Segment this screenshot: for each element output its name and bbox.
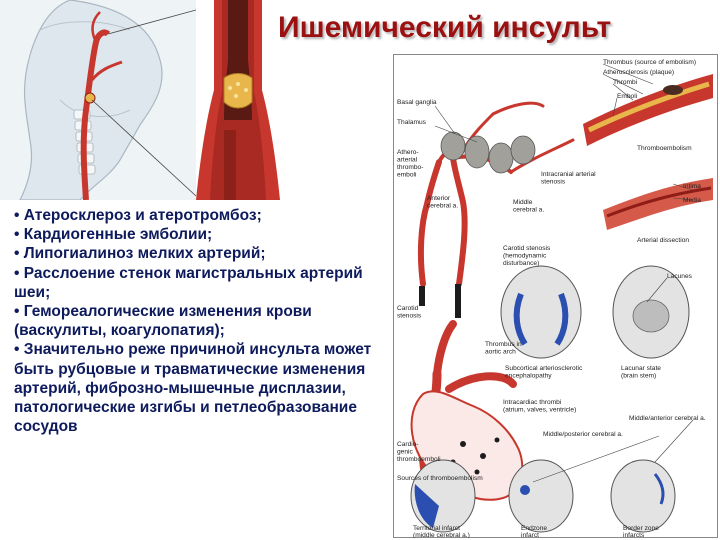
label-thromboembolism: Thromboembolism [637, 145, 692, 152]
bullet-atherosclerosis: • Атеросклероз и атеротромбоз; [14, 207, 262, 224]
bullet-rare-causes: • Значительно реже причиной инсульта мож… [14, 341, 372, 436]
neck-vessel-illustration [0, 0, 196, 200]
label-thalamus: Thalamus [397, 119, 427, 126]
label-sources: Sources of thromboembolism [397, 475, 483, 482]
label-middle-anterior: Middle/anterior cerebral a. [629, 415, 706, 422]
label-middle-posterior: Middle/posterior cerebral a. [543, 431, 623, 438]
label-thrombus-source: Thrombus (source of embolism) [603, 59, 696, 66]
label-basal-ganglia: Basal ganglia [397, 99, 437, 106]
label-lacunar-state: Lacunar state(brain stem) [621, 365, 661, 380]
label-intima: Intima [683, 183, 701, 190]
bullet-lipohyalinosis: • Липогиалиноз мелких артерий; [14, 245, 266, 263]
label-media: Media [683, 197, 701, 204]
artery-cross-section-illustration [196, 0, 280, 200]
slide-title: Ишемический инсульт [278, 11, 612, 44]
bullet-dissection: • Расслоение стенок магистральных артери… [14, 264, 363, 301]
label-atherosclerosis-plaque: Atherosclerosis (plaque) [603, 69, 674, 76]
label-intracardiac: Intracardiac thrombi(atrium, valves, ven… [503, 399, 576, 414]
label-lacunes: Lacunes [667, 273, 693, 280]
bullet-list: • Атеросклероз и атеротромбоз; • Кардиог… [14, 206, 386, 436]
bullet-hemorheology: • Гемореалогические изменения крови (вас… [14, 303, 312, 340]
label-emboli: Emboli [617, 93, 638, 100]
label-thrombi: Thrombi [613, 79, 638, 86]
bullet-cardiogenic: • Кардиогенные эмболии; [14, 226, 213, 244]
label-arterial-dissection: Arterial dissection [637, 237, 689, 244]
label-territorial-infarct: Territorial infarct(middle cerebral a.) [413, 525, 470, 538]
